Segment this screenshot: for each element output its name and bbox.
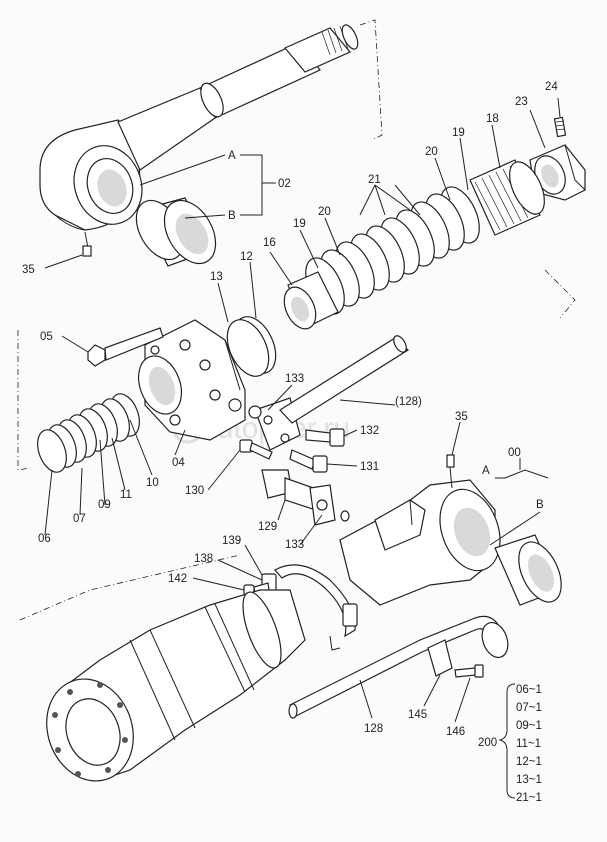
leader-lines — [44, 97, 561, 723]
callout-20b: 20 — [425, 146, 438, 158]
callout-A: A — [228, 150, 236, 162]
callout-16: 16 — [263, 237, 276, 249]
callout-130: 130 — [185, 485, 204, 497]
callout-128: 128 — [364, 723, 383, 735]
clip-145 — [427, 639, 453, 677]
callout-B: B — [228, 210, 236, 222]
frame-line — [544, 269, 576, 319]
bolt-146 — [454, 664, 484, 678]
callout-133: 133 — [285, 373, 304, 385]
callout-19b: 19 — [452, 127, 465, 139]
kit-200-list: 06~1 07~1 09~1 11~1 12~1 13~1 21~1 — [516, 684, 542, 804]
callout-128-paren: (128) — [395, 396, 422, 408]
callout-146: 146 — [446, 726, 465, 738]
kit-item: 13~1 — [516, 774, 542, 786]
guide-bushing-16 — [283, 271, 339, 330]
callout-13: 13 — [210, 271, 223, 283]
callout-20: 20 — [318, 206, 331, 218]
cylinder-bottom-head — [339, 479, 501, 606]
callout-18: 18 — [486, 113, 499, 125]
callout-05: 05 — [40, 331, 53, 343]
callout-131: 131 — [360, 461, 379, 473]
callout-200: 200 — [478, 737, 497, 749]
callout-142: 142 — [168, 573, 187, 585]
callout-129: 129 — [258, 521, 277, 533]
callout-B-bottom: B — [536, 499, 544, 511]
callout-35b: 35 — [455, 411, 468, 423]
callout-labels: 35 A B 02 13 12 16 19 20 21 20 19 18 23 … — [22, 81, 558, 749]
callout-24: 24 — [545, 81, 558, 93]
callout-02: 02 — [278, 178, 291, 190]
kit-item: 11~1 — [516, 738, 541, 750]
cylinder-tube — [46, 589, 306, 782]
callout-23: 23 — [515, 96, 528, 108]
clamp-band-139 — [261, 564, 358, 651]
rod-bushing — [135, 197, 217, 267]
bottom-bushing — [494, 534, 562, 606]
callout-11: 11 — [120, 489, 132, 501]
kit-item: 12~1 — [516, 756, 542, 768]
bolt-132 — [305, 428, 345, 447]
piston-rod — [39, 23, 359, 257]
ring-12-13 — [226, 316, 277, 377]
callout-04: 04 — [172, 457, 185, 469]
hose-128-top — [279, 337, 409, 424]
callout-00: 00 — [508, 447, 521, 459]
bolt-130 — [239, 439, 273, 460]
seal-stack — [305, 186, 480, 315]
callout-133b: 133 — [285, 539, 304, 551]
callout-10: 10 — [146, 477, 159, 489]
callout-21: 21 — [368, 174, 381, 186]
callout-06: 06 — [38, 533, 51, 545]
grease-nipple-35 — [446, 454, 455, 489]
callout-35: 35 — [22, 264, 35, 276]
piston-nut — [529, 144, 586, 201]
kit-item: 09~1 — [516, 720, 542, 732]
kit-item: 21~1 — [516, 792, 542, 804]
callout-09: 09 — [98, 499, 111, 511]
frame-line — [19, 554, 241, 621]
bolt-05 — [87, 327, 164, 367]
callout-19: 19 — [293, 218, 306, 230]
kit-item: 07~1 — [516, 702, 542, 714]
callout-12: 12 — [240, 251, 253, 263]
bolt-131 — [289, 449, 328, 473]
callout-139: 139 — [222, 535, 241, 547]
kit-item: 06~1 — [516, 684, 542, 696]
piston — [469, 159, 545, 236]
set-screw-24 — [553, 116, 567, 138]
hose-128 — [288, 615, 509, 719]
callout-A-bottom: A — [482, 465, 490, 477]
packing-stack — [37, 393, 140, 473]
callout-132: 132 — [360, 425, 379, 437]
callout-138: 138 — [194, 553, 213, 565]
callout-145: 145 — [408, 709, 427, 721]
callout-07: 07 — [73, 513, 86, 525]
rod-cover-04 — [137, 319, 246, 441]
pipe-elbow-129 — [261, 469, 350, 526]
frame-line — [17, 330, 31, 471]
kit-brace — [498, 683, 516, 799]
frame-line — [359, 19, 383, 141]
